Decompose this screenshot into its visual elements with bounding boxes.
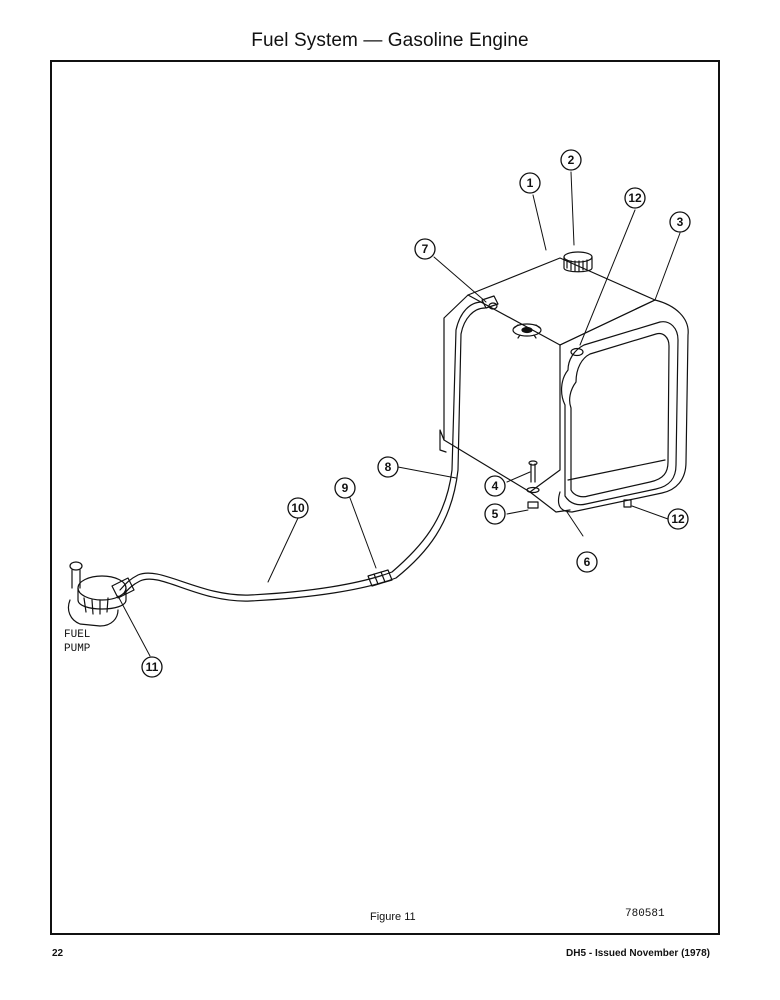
svg-text:10: 10: [291, 501, 305, 515]
callout-markers: 1 2 3 4 5 6 7 8 9 10 11 12 12: [141, 149, 691, 678]
svg-text:1: 1: [527, 176, 534, 190]
svg-text:5: 5: [492, 507, 499, 521]
fuel-pump-label-line2: PUMP: [64, 643, 91, 655]
fuel-pump: [67, 561, 135, 627]
page-title: Fuel System — Gasoline Engine: [251, 30, 529, 51]
callout-7: 7: [414, 238, 436, 260]
svg-text:11: 11: [146, 660, 159, 674]
callout-10: 10: [287, 497, 309, 519]
svg-text:12: 12: [628, 191, 642, 205]
callout-4: 4: [484, 475, 506, 497]
svg-text:6: 6: [584, 555, 591, 569]
svg-text:2: 2: [568, 153, 575, 167]
fuel-tank: [439, 251, 689, 513]
svg-text:9: 9: [342, 481, 349, 495]
callout-2: 2: [560, 149, 582, 171]
callout-5: 5: [484, 503, 506, 525]
issue-note: DH5 - Issued November (1978): [566, 948, 710, 959]
callout-12-top: 12: [624, 187, 646, 209]
callout-8: 8: [377, 456, 399, 478]
svg-text:7: 7: [422, 242, 429, 256]
callout-9: 9: [334, 477, 356, 499]
figure-caption: Figure 11: [370, 911, 416, 923]
svg-text:12: 12: [671, 512, 685, 526]
page-number: 22: [52, 948, 64, 959]
fuel-pump-label-line1: FUEL: [64, 629, 90, 641]
callout-6: 6: [576, 551, 598, 573]
callout-3: 3: [669, 211, 691, 233]
callout-12-bottom: 12: [667, 508, 689, 530]
callout-1: 1: [519, 172, 541, 194]
callout-11: 11: [141, 656, 163, 678]
fuel-line: [119, 301, 486, 602]
svg-text:3: 3: [677, 215, 684, 229]
svg-text:8: 8: [385, 460, 392, 474]
callout-leaders: [117, 171, 681, 657]
figure-frame: [50, 60, 720, 935]
drawing-number: 780581: [625, 908, 665, 920]
svg-text:4: 4: [492, 479, 499, 493]
